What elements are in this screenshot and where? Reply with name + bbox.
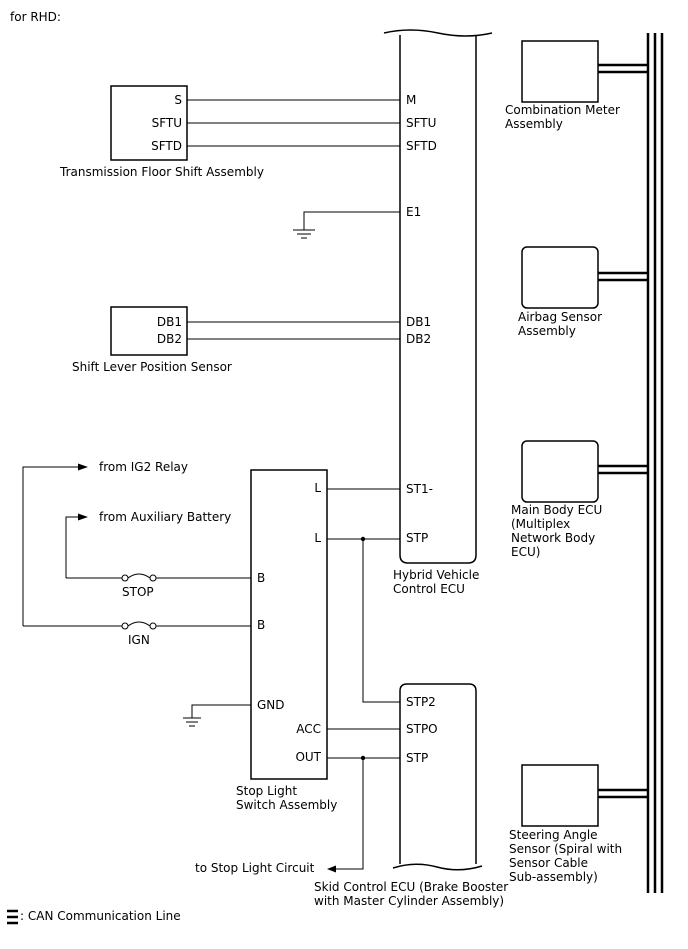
wire-aux-battery <box>65 516 78 578</box>
stop-switch-label-1: Stop Light <box>236 784 297 798</box>
combination-meter-box <box>521 40 599 103</box>
hv-pin-sftd: SFTD <box>406 139 437 153</box>
steering-angle-label-1: Steering Angle <box>509 828 598 842</box>
main-body-label-3: Network Body <box>511 531 595 545</box>
hv-pin-m: M <box>406 93 416 107</box>
switch-pin-b1: B <box>257 571 265 585</box>
airbag-sensor-label-1: Airbag Sensor <box>518 310 602 324</box>
steering-angle-label-3: Sensor Cable <box>509 856 588 870</box>
shift-assembly-label: Transmission Floor Shift Assembly <box>59 165 264 179</box>
airbag-sensor-label-2: Assembly <box>518 324 576 338</box>
hv-pin-st1: ST1- <box>406 482 433 496</box>
skid-ecu-body <box>399 683 477 864</box>
airbag-sensor-box <box>521 246 599 309</box>
switch-pin-acc: ACC <box>296 722 321 736</box>
hv-ecu-label-1: Hybrid Vehicle <box>393 568 479 582</box>
fuse-ign-label: IGN <box>128 633 150 647</box>
stop-switch: L L B B GND ACC OUT Stop Light Switch As… <box>236 469 337 812</box>
shift-sensor-label: Shift Lever Position Sensor <box>72 360 232 374</box>
wire-stop-light-circuit <box>336 758 364 870</box>
legend: : CAN Communication Line <box>7 909 181 925</box>
fuse-ign-link <box>127 621 151 627</box>
main-body-label-2: (Multiplex <box>511 517 570 531</box>
skid-ecu-label-2: with Master Cylinder Assembly) <box>314 894 504 908</box>
from-aux-battery: from Auxiliary Battery <box>99 510 231 524</box>
main-body-box <box>521 440 599 503</box>
hv-pin-db1: DB1 <box>406 315 431 329</box>
switch-pin-gnd: GND <box>257 698 285 712</box>
arrow-stop-light-circuit <box>327 865 336 873</box>
to-stop-light-circuit: to Stop Light Circuit <box>195 861 315 875</box>
skid-ecu-break <box>392 863 483 871</box>
steering-angle-label-2: Sensor (Spiral with <box>509 842 622 856</box>
fuse-stop-end-1 <box>121 574 129 582</box>
fuse-ign: IGN <box>23 621 251 647</box>
fuse-ign-end-2 <box>149 622 157 630</box>
skid-ecu: STP2 STPO STP Skid Control ECU (Brake Bo… <box>314 683 508 908</box>
switch-pin-l2: L <box>314 531 321 545</box>
combination-meter-label-2: Assembly <box>505 117 563 131</box>
sensor-pin-db1: DB1 <box>157 315 182 329</box>
can-bus: Combination Meter Assembly Airbag Sensor… <box>505 33 664 893</box>
combination-meter-label-1: Combination Meter <box>505 103 620 117</box>
sensor-pin-db2: DB2 <box>157 332 182 346</box>
fuse-stop-end-2 <box>149 574 157 582</box>
switch-pin-out: OUT <box>295 750 321 764</box>
shift-pin-s: S <box>174 93 182 107</box>
shift-sensor-box <box>110 306 188 356</box>
hv-pin-db2: DB2 <box>406 332 431 346</box>
shift-pin-sftu: SFTU <box>152 116 182 130</box>
shift-sensor: DB1 DB2 Shift Lever Position Sensor <box>72 306 232 374</box>
stop-switch-label-2: Switch Assembly <box>236 798 337 812</box>
hv-pin-sftu: SFTU <box>406 116 436 130</box>
hv-ecu: M SFTU SFTD E1 DB1 DB2 ST1- STP Hybrid V… <box>383 29 493 596</box>
diagram-title: for RHD: <box>10 10 61 24</box>
arrow-ig2-relay <box>78 463 88 471</box>
shift-assembly-box <box>110 85 188 161</box>
wire-e1 <box>303 211 400 230</box>
fuse-ign-end-1 <box>121 622 129 630</box>
skid-pin-stp2: STP2 <box>406 695 436 709</box>
wire-gnd <box>191 704 251 718</box>
hv-ecu-body <box>399 35 477 564</box>
skid-ecu-label-1: Skid Control ECU (Brake Booster <box>314 880 508 894</box>
from-ig2-relay: from IG2 Relay <box>99 460 188 474</box>
steering-angle-label-4: Sub-assembly) <box>509 870 598 884</box>
switch-pin-b2: B <box>257 618 265 632</box>
ground-e1 <box>293 211 400 239</box>
skid-pin-stp: STP <box>406 751 428 765</box>
wire-stp2 <box>362 539 400 703</box>
hv-ecu-break <box>383 29 493 37</box>
fuse-stop: STOP <box>66 573 251 599</box>
main-body-label-1: Main Body ECU <box>511 503 602 517</box>
skid-pin-stpo: STPO <box>406 722 438 736</box>
ground-switch <box>183 704 251 727</box>
shift-assembly: S SFTU SFTD Transmission Floor Shift Ass… <box>59 85 264 179</box>
arrow-aux-battery <box>78 513 88 521</box>
stop-switch-box <box>250 469 328 780</box>
hv-ecu-label-2: Control ECU <box>393 582 465 596</box>
fuse-stop-link <box>127 573 151 579</box>
wire-ig2-relay <box>22 466 78 626</box>
hv-pin-stp: STP <box>406 531 428 545</box>
steering-angle-box <box>521 764 599 827</box>
shift-pin-sftd: SFTD <box>151 139 182 153</box>
hv-pin-e1: E1 <box>406 205 421 219</box>
switch-pin-l1: L <box>314 481 321 495</box>
main-body-label-4: ECU) <box>511 545 540 559</box>
legend-label: : CAN Communication Line <box>20 909 181 923</box>
fuse-stop-label: STOP <box>122 585 154 599</box>
